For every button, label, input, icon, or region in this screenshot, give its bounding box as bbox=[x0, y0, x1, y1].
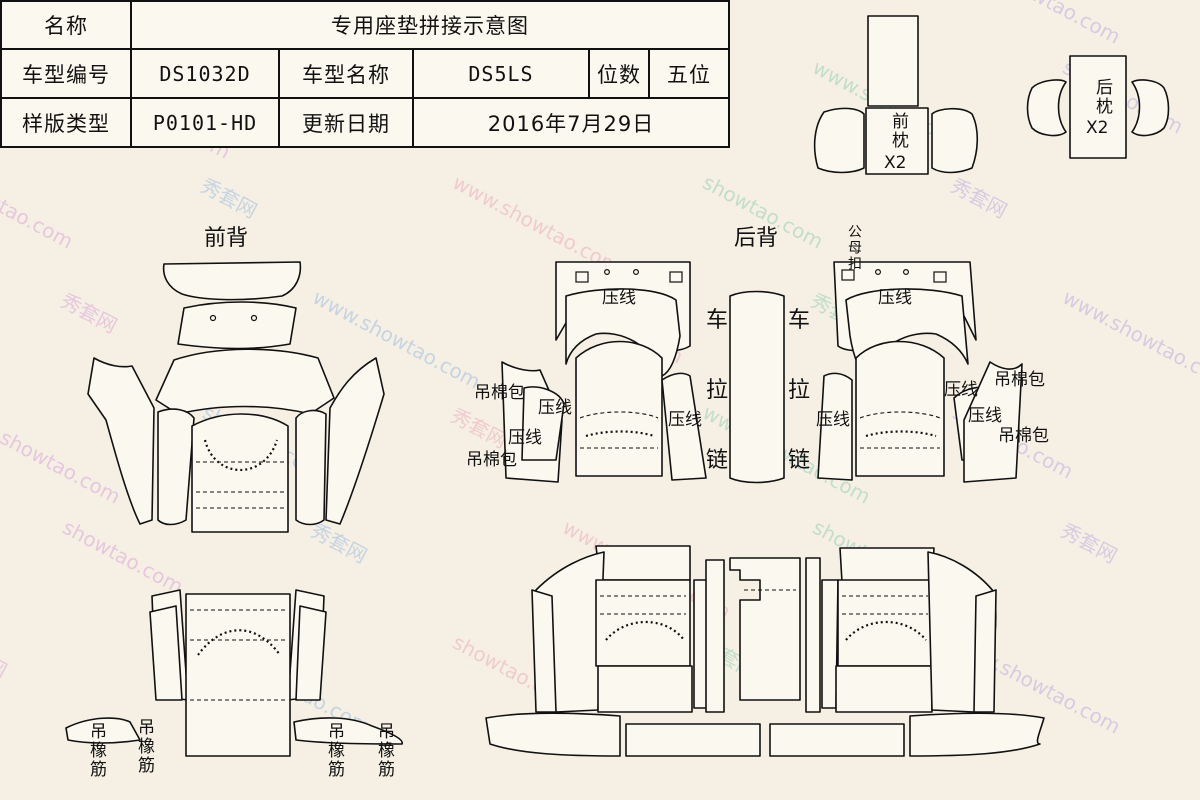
rear-cushion-right-long-strip bbox=[909, 712, 1045, 757]
rear-back-left-center bbox=[575, 340, 663, 477]
sheet-title: 专用座垫拼接示意图 bbox=[130, 0, 730, 50]
seats-value: 五位 bbox=[648, 48, 730, 99]
model-no-value: DS1032D bbox=[130, 48, 280, 99]
stitch-label-rear-right-top: 压线 bbox=[878, 288, 912, 308]
front-headrest-top-piece bbox=[867, 15, 919, 107]
model-name-label: 车型名称 bbox=[278, 48, 414, 99]
front-cushion-right-ear bbox=[293, 717, 403, 745]
stitch-label-rear-right-mid: 压线 bbox=[944, 380, 978, 400]
rear-back-left-right-side bbox=[661, 372, 707, 481]
front-back-right-outer-side bbox=[325, 357, 385, 525]
zipper-strip bbox=[729, 290, 785, 484]
rear-headrest-center-piece bbox=[1069, 55, 1127, 159]
zipper-car-left: 车 bbox=[706, 308, 729, 333]
stitch-label-rear-left-low: 压线 bbox=[508, 428, 542, 448]
cotton-hanger-label-left-bottom: 吊棉包 bbox=[466, 450, 517, 470]
stitch-label-rear-left-side: 压线 bbox=[668, 410, 702, 430]
front-cushion-left-flap bbox=[149, 605, 183, 701]
rear-headrest-label: 后枕 bbox=[1092, 78, 1112, 116]
front-cushion-pieces bbox=[65, 589, 403, 757]
rubber-band-label-3: 吊橡筋 bbox=[324, 722, 344, 779]
rear-back-right-outer-side bbox=[963, 361, 1023, 483]
rear-back-left-pieces bbox=[501, 261, 707, 483]
rubber-band-label-2: 吊橡筋 bbox=[134, 718, 154, 775]
front-headrest-center-piece bbox=[865, 107, 929, 175]
front-cushion-right-flap bbox=[295, 605, 327, 701]
rear-headrest-qty: X2 bbox=[1086, 118, 1109, 138]
rear-cushion-center-f-piece bbox=[729, 557, 801, 701]
name-label: 名称 bbox=[0, 0, 132, 50]
rear-cushion-right-front bbox=[835, 665, 933, 713]
front-headrest-qty: X2 bbox=[884, 153, 907, 173]
zipper-chain-left: 链 bbox=[706, 448, 729, 473]
rubber-band-label-1: 吊橡筋 bbox=[86, 722, 106, 779]
front-headrest-label: 前枕 bbox=[888, 112, 908, 150]
zipper-pull-left: 拉 bbox=[706, 378, 729, 403]
rear-cushion-left-center bbox=[595, 579, 691, 667]
cotton-hanger-label-right-top: 吊棉包 bbox=[994, 370, 1045, 390]
rear-headrest-left-piece bbox=[1026, 79, 1067, 137]
front-back-pieces bbox=[87, 261, 385, 533]
front-cushion-left-ear bbox=[65, 717, 141, 744]
rear-back-left-mid-side bbox=[521, 386, 565, 461]
front-back-center-panel bbox=[191, 413, 289, 533]
front-cushion-center-panel bbox=[185, 593, 291, 757]
rear-cushion-pieces bbox=[485, 545, 1045, 757]
pattern-type-label: 样版类型 bbox=[0, 97, 132, 148]
stitch-label-rear-right-low: 压线 bbox=[968, 406, 1002, 426]
rear-back-right-center bbox=[855, 340, 945, 477]
cotton-hanger-label-right-bottom: 吊棉包 bbox=[998, 426, 1049, 446]
model-no-label: 车型编号 bbox=[0, 48, 132, 99]
front-back-upper-strip bbox=[177, 301, 297, 350]
rear-cushion-right-top-flap bbox=[839, 547, 935, 583]
stitch-label-rear-right-side: 压线 bbox=[816, 410, 850, 430]
rear-cushion-front-right-strip bbox=[769, 723, 905, 757]
model-name-value: DS5LS bbox=[412, 48, 590, 99]
info-table: 名称 专用座垫拼接示意图 车型编号 DS1032D 车型名称 DS5LS 位数 … bbox=[0, 0, 730, 148]
stitch-label-rear-left-mid: 压线 bbox=[538, 398, 572, 418]
rear-cushion-right-center bbox=[837, 579, 933, 667]
front-headrest-right-piece bbox=[931, 107, 979, 174]
front-back-right-inner-side bbox=[295, 409, 327, 526]
rear-cushion-right-outer-edge bbox=[973, 589, 997, 713]
rear-cushion-center-right-strip bbox=[805, 557, 821, 713]
front-back-top-cap bbox=[162, 261, 302, 301]
rear-back-right-pieces bbox=[817, 261, 1023, 483]
snap-label: 公母扣 bbox=[846, 224, 862, 272]
rear-cushion-left-top-flap bbox=[595, 545, 691, 581]
cotton-hanger-label-left-top: 吊棉包 bbox=[474, 383, 525, 403]
rear-back-heading: 后背 bbox=[734, 226, 779, 251]
zipper-car-right: 车 bbox=[788, 308, 811, 333]
update-date-label: 更新日期 bbox=[278, 97, 414, 148]
rear-headrest-pieces bbox=[1026, 55, 1170, 159]
rubber-band-label-4: 吊橡筋 bbox=[374, 722, 394, 779]
rear-cushion-left-long-strip bbox=[485, 712, 621, 757]
pattern-type-value: P0101-HD bbox=[130, 97, 280, 148]
update-date-value: 2016年7月29日 bbox=[412, 97, 730, 148]
front-back-heading: 前背 bbox=[204, 226, 249, 251]
rear-headrest-right-piece bbox=[1131, 79, 1170, 137]
rear-cushion-center-left-strip bbox=[705, 559, 725, 713]
rear-cushion-front-left-strip bbox=[625, 723, 761, 757]
front-back-top-panel bbox=[155, 348, 335, 415]
rear-cushion-left-front bbox=[597, 665, 693, 713]
front-back-left-inner-side bbox=[157, 408, 195, 526]
zipper-pull-right: 拉 bbox=[788, 378, 811, 403]
front-headrest-left-piece bbox=[813, 107, 865, 174]
stitch-label-rear-left-top: 压线 bbox=[602, 288, 636, 308]
rear-back-right-left-side bbox=[817, 372, 853, 481]
seats-label: 位数 bbox=[588, 48, 650, 99]
zipper-chain-right: 链 bbox=[788, 448, 811, 473]
front-back-left-outer-side bbox=[87, 357, 155, 525]
front-headrest-pieces bbox=[813, 15, 979, 175]
rear-cushion-left-outer-edge bbox=[531, 589, 557, 713]
